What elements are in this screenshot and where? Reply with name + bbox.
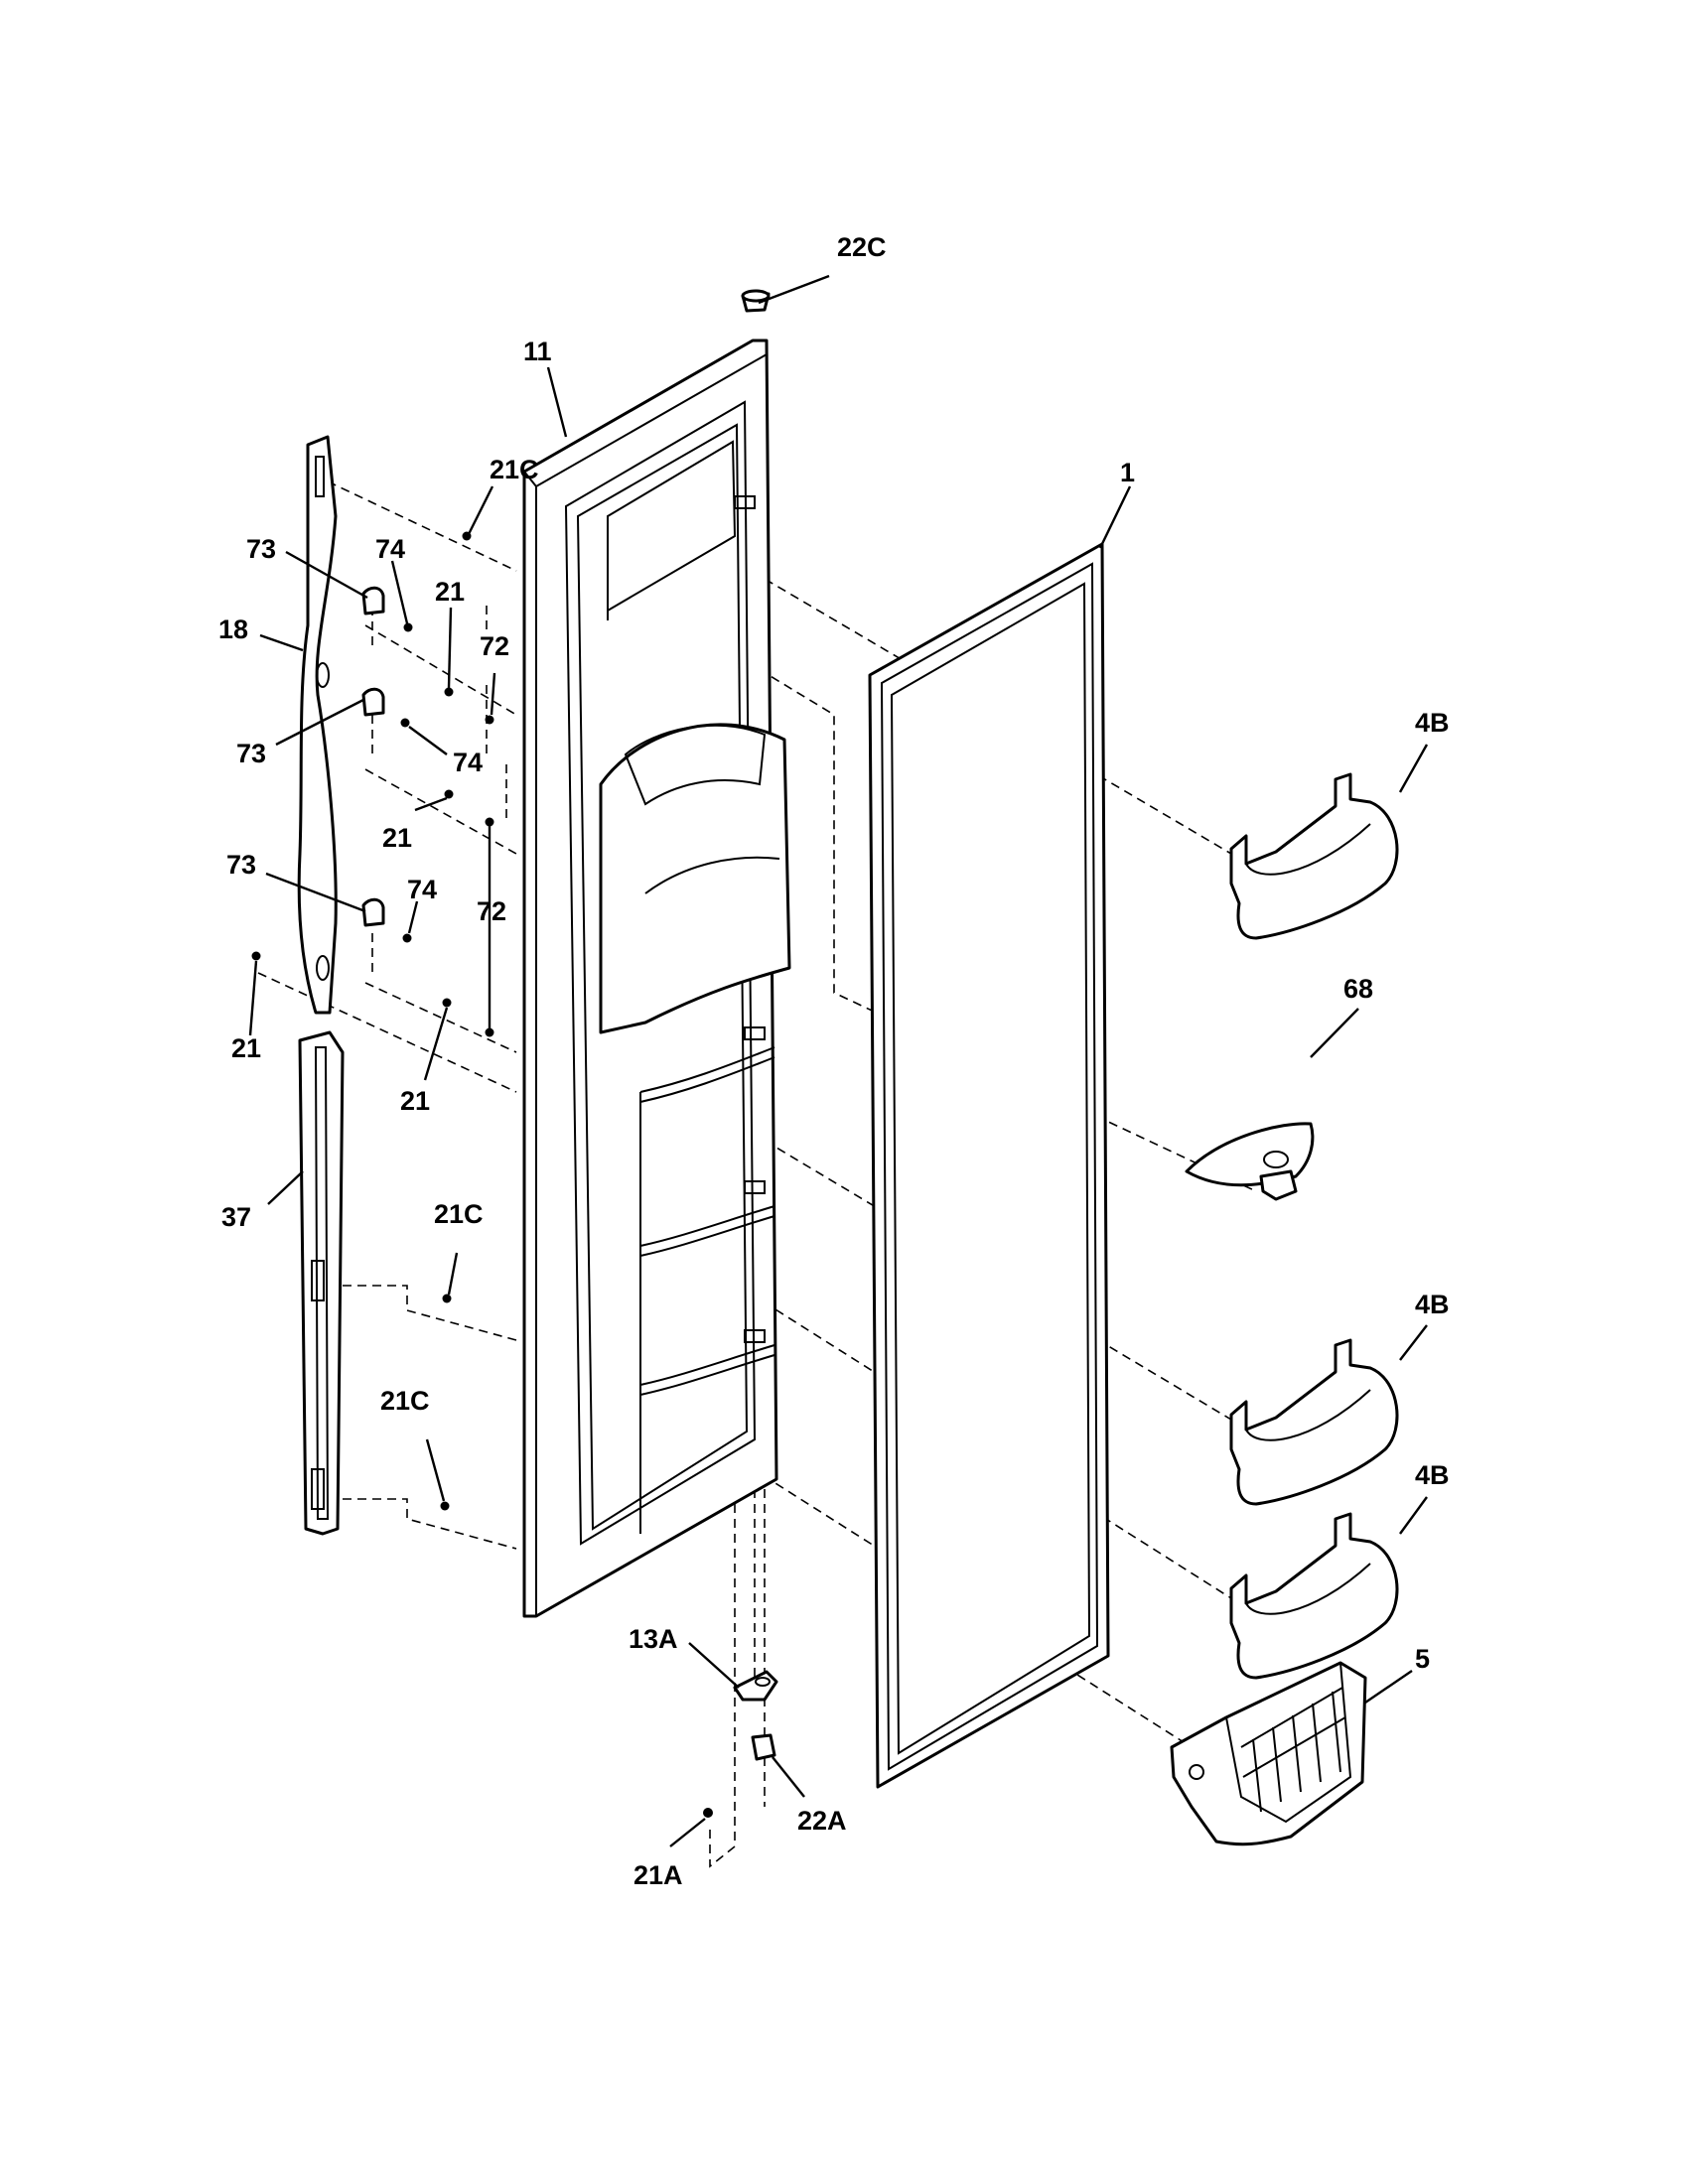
callout-37: 37 <box>221 1202 251 1232</box>
callout-74-b: 74 <box>453 748 483 777</box>
callout-74-c: 74 <box>407 875 437 904</box>
screw-74-b <box>400 718 410 728</box>
door-bin-4b-c <box>1229 1512 1399 1680</box>
callout-21c-low: 21C <box>380 1386 430 1416</box>
hinge-bracket-13a <box>733 1670 778 1702</box>
screw-21-d <box>442 998 452 1008</box>
callout-13a: 13A <box>629 1624 678 1654</box>
door-bin-4b-a <box>1229 772 1399 940</box>
callout-73-b: 73 <box>236 739 266 768</box>
callout-21-b: 21 <box>382 823 412 853</box>
door-liner-11 <box>522 339 791 1618</box>
callout-21-c: 21 <box>231 1033 261 1063</box>
callout-labels: 22C 11 1 21C 73 74 21 72 18 73 74 21 73 … <box>218 232 1450 1890</box>
callout-72-a: 72 <box>480 631 509 661</box>
bushing-22c <box>741 289 771 313</box>
wire-basket-5 <box>1170 1661 1367 1846</box>
screw-21c-low <box>440 1501 450 1511</box>
callout-21c-mid: 21C <box>434 1199 484 1229</box>
clip-73-c <box>361 897 385 927</box>
plug-72-b <box>485 817 494 827</box>
handle-trim-37 <box>298 1030 345 1536</box>
screw-21-c <box>251 951 261 961</box>
plug-72-a <box>485 715 494 725</box>
callout-21-a: 21 <box>435 577 465 607</box>
screw-74-c <box>402 933 412 943</box>
clip-73-a <box>361 586 385 615</box>
dispenser-funnel-68 <box>1185 1122 1315 1201</box>
callout-4b-c: 4B <box>1415 1460 1450 1490</box>
screw-21-a <box>444 687 454 697</box>
callout-11: 11 <box>523 337 552 366</box>
clip-73-b <box>361 687 385 717</box>
callout-74-a: 74 <box>375 534 405 564</box>
callout-4b-b: 4B <box>1415 1290 1450 1319</box>
screw-21c-mid <box>442 1294 452 1303</box>
callout-21-d: 21 <box>400 1086 430 1116</box>
callout-73-a: 73 <box>246 534 276 564</box>
callout-22c: 22C <box>837 232 887 262</box>
door-bin-4b-b <box>1229 1338 1399 1506</box>
callout-18: 18 <box>218 614 248 644</box>
callout-21c-top: 21C <box>490 455 539 484</box>
callout-1: 1 <box>1120 458 1135 487</box>
screw-21-b <box>444 789 454 799</box>
callout-21a: 21A <box>633 1860 683 1890</box>
callout-72-b: 72 <box>477 896 506 926</box>
bushing-22a <box>751 1733 776 1761</box>
callout-68: 68 <box>1343 974 1373 1004</box>
leader-lines <box>248 274 1429 1847</box>
door-gasket-1 <box>868 542 1110 1789</box>
callout-5: 5 <box>1415 1644 1430 1674</box>
hardware-screws <box>251 531 713 1818</box>
callout-22a: 22A <box>797 1806 847 1836</box>
screw-21a <box>703 1808 713 1818</box>
screw-74-a <box>403 622 413 632</box>
callout-4b-a: 4B <box>1415 708 1450 738</box>
callout-73-c: 73 <box>226 850 256 880</box>
